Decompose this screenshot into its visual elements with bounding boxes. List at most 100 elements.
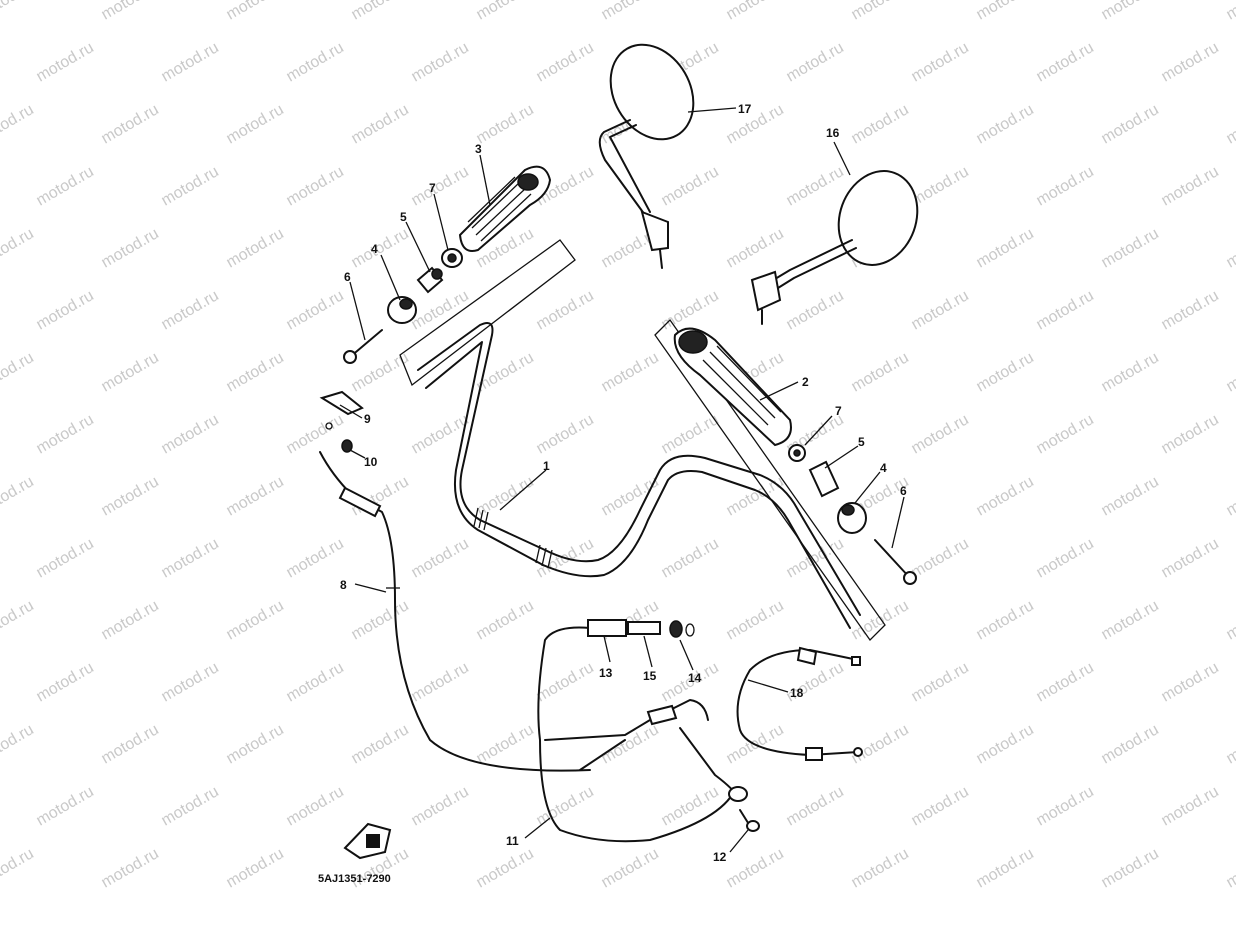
callout-16: 16 [826, 126, 840, 140]
watermark-text: motod.ru [1159, 659, 1222, 705]
callout-4-left: 4 [371, 242, 378, 256]
callout-13: 13 [599, 666, 613, 680]
watermark-text: motod.ru [849, 0, 912, 23]
watermark-text: motod.ru [1099, 225, 1162, 271]
watermark-text: motod.ru [784, 287, 847, 333]
watermark-text: motod.ru [1224, 721, 1236, 767]
watermark-text: motod.ru [784, 163, 847, 209]
watermark-text: motod.ru [1224, 349, 1236, 395]
watermark-text: motod.ru [1224, 101, 1236, 147]
watermark-text: motod.ru [0, 845, 37, 891]
callout-2: 2 [802, 375, 809, 389]
watermark-text: motod.ru [659, 287, 722, 333]
watermark-text: motod.ru [909, 163, 972, 209]
watermark-text: motod.ru [34, 535, 97, 581]
watermark-text: motod.ru [599, 721, 662, 767]
watermark-text: motod.ru [534, 411, 597, 457]
watermark-text: motod.ru [0, 473, 37, 519]
watermark-text: motod.ru [349, 0, 412, 23]
watermark-text: motod.ru [224, 101, 287, 147]
callout-7-right: 7 [835, 404, 842, 418]
watermark-text: motod.ru [974, 349, 1037, 395]
watermark-text: motod.ru [474, 845, 537, 891]
watermark-text: motod.ru [1159, 783, 1222, 829]
watermark-text: motod.ru [0, 225, 37, 271]
watermark-text: motod.ru [784, 39, 847, 85]
watermark-text: motod.ru [974, 225, 1037, 271]
watermark-text: motod.ru [659, 535, 722, 581]
watermark-text: motod.ru [474, 101, 537, 147]
watermark-text: motod.ru [224, 225, 287, 271]
callout-14: 14 [688, 671, 702, 685]
watermark-text: motod.ru [284, 535, 347, 581]
watermark-text: motod.ru [599, 845, 662, 891]
watermark-text: motod.ru [349, 101, 412, 147]
left-weight-4 [388, 297, 416, 323]
watermark-text: motod.ru [1034, 287, 1097, 333]
watermark-text: motod.ru [99, 473, 162, 519]
watermark-text: motod.ru [1034, 659, 1097, 705]
watermark-text: motod.ru [909, 411, 972, 457]
watermark-text: motod.ru [224, 473, 287, 519]
watermark-text: motod.ru [1159, 535, 1222, 581]
front-arrow-icon [345, 824, 390, 858]
watermark-text: motod.ru [409, 163, 472, 209]
watermark-text: motod.ru [724, 225, 787, 271]
callout-11: 11 [506, 834, 519, 848]
watermark-text: motod.ru [1099, 349, 1162, 395]
watermark-text: motod.ru [534, 287, 597, 333]
watermark-text: motod.ru [474, 721, 537, 767]
watermark-text: motod.ru [99, 845, 162, 891]
watermark-text: motod.ru [409, 783, 472, 829]
callout-15: 15 [643, 669, 657, 683]
watermark-text: motod.ru [224, 845, 287, 891]
watermark-text: motod.ru [159, 39, 222, 85]
watermark-text: motod.ru [99, 101, 162, 147]
diagram-code: 5AJ1351-7290 [318, 873, 391, 885]
watermark-text: motod.ru [474, 0, 537, 23]
watermark-text: motod.ru [1159, 411, 1222, 457]
watermark-text: motod.ru [724, 473, 787, 519]
watermark-text: motod.ru [909, 39, 972, 85]
callout-12: 12 [713, 850, 727, 864]
watermark-text: motod.ru [0, 349, 37, 395]
watermark-text: motod.ru [284, 287, 347, 333]
watermark-text: motod.ru [1224, 845, 1236, 891]
watermark-text: motod.ru [159, 287, 222, 333]
callout-5-left: 5 [400, 210, 407, 224]
watermark-text: motod.ru [1159, 287, 1222, 333]
watermark-text: motod.ru [974, 0, 1037, 23]
watermark-text: motod.ru [99, 0, 162, 23]
watermark-text: motod.ru [724, 0, 787, 23]
watermark-text: motod.ru [1099, 721, 1162, 767]
watermark-text: motod.ru [284, 39, 347, 85]
watermark-text: motod.ru [974, 845, 1037, 891]
watermark-text: motod.ru [34, 411, 97, 457]
watermark-text: motod.ru [909, 535, 972, 581]
adjuster-assembly [588, 620, 694, 637]
watermark-text: motod.ru [659, 783, 722, 829]
watermark-text: motod.ru [99, 225, 162, 271]
right-grip-spacer-7 [789, 445, 805, 461]
watermark-text: motod.ru [849, 597, 912, 643]
watermark-text: motod.ru [409, 411, 472, 457]
watermark-text: motod.ru [1224, 225, 1236, 271]
watermark-text: motod.ru [599, 349, 662, 395]
callout-6-right: 6 [900, 484, 907, 498]
watermark-text: motod.ru [974, 597, 1037, 643]
watermark-text: motod.ru [284, 783, 347, 829]
callout-17: 17 [738, 102, 752, 116]
right-grip-collar-5 [810, 462, 838, 496]
watermark-text: motod.ru [409, 535, 472, 581]
watermark-text: motod.ru [909, 287, 972, 333]
watermark-text: motod.ru [349, 225, 412, 271]
watermark-text: motod.ru [974, 473, 1037, 519]
callout-8: 8 [340, 578, 347, 592]
watermark-text: motod.ru [724, 597, 787, 643]
watermark-text: motod.ru [349, 597, 412, 643]
watermark-text: motod.ru [284, 163, 347, 209]
watermark-text: motod.ru [224, 721, 287, 767]
watermark-text: motod.ru [1099, 845, 1162, 891]
callout-7-left: 7 [429, 181, 436, 195]
